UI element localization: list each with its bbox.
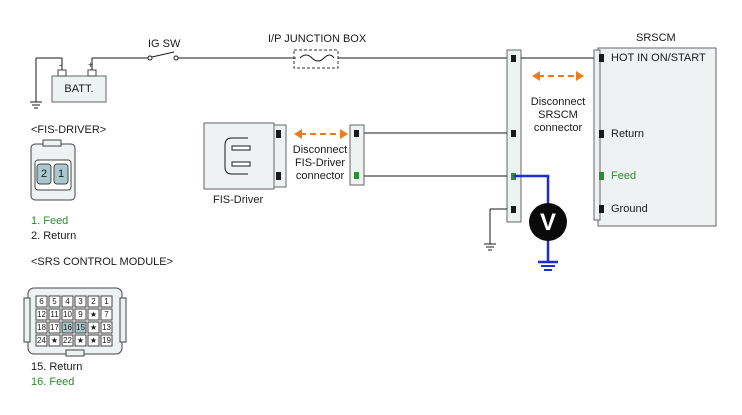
srs-pin-label: 24 [37,336,46,345]
srs-module-connector-title: <SRS CONTROL MODULE> [31,256,174,268]
srscm-pin-feed-label: Feed [611,170,637,182]
junction-box-fuse-icon [293,49,508,69]
voltmeter [514,174,567,271]
srs-module-legend-feed: 16. Feed [31,376,75,388]
srs-pin-cell [100,308,113,321]
ignition-switch-icon [147,51,296,61]
srs-pin-label: 10 [63,310,72,319]
srs-pin-cell [48,321,61,334]
fis-driver-harness-connector [349,124,365,186]
disconnect-fis-line-2: FIS-Driver [294,157,346,169]
srs-pin-label: 13 [102,323,111,332]
srs-pin-cell [74,308,87,321]
disconnect-srscm-line-3: connector [533,122,583,134]
srs-pin-label: 11 [50,310,59,319]
srs-pin-label: ★ [76,336,85,345]
disconnect-srscm-line-1: Disconnect [530,96,586,108]
srscm-pin-return-label: Return [611,128,645,140]
srs-pin-label: 2 [91,297,96,306]
srs-pin-cell [87,295,100,308]
srs-pin-cell [61,295,74,308]
srs-pin-cell [48,308,61,321]
battery-label: BATT. [64,83,94,95]
voltmeter-label: V [539,209,556,236]
battery-ground-icon [30,101,42,109]
srs-pin-label: 19 [102,336,111,345]
srs-pin-label: 16 [63,323,72,332]
srs-pin-label: 3 [78,297,83,306]
srs-pin-cell [35,321,48,334]
srs-pin-cell [61,308,74,321]
srs-pin-cell [87,334,100,347]
fis-driver-connector-face [30,139,76,201]
srs-module-connector-face [23,287,127,357]
srs-pin-cell [100,321,113,334]
srs-pin-cell [61,334,74,347]
srs-pin-label: 6 [39,297,44,306]
fis-driver-device [203,122,287,190]
srs-pin-cell [61,321,74,334]
fis-driver-legend-feed: 1. Feed [31,215,69,227]
srscm-module [593,47,717,227]
srs-pin-label: ★ [89,336,98,345]
srs-pin-cell [48,334,61,347]
srs-pin-label: 18 [37,323,46,332]
srs-pin-label: ★ [89,310,98,319]
srscm-title: SRSCM [636,32,676,44]
srs-pin-label: 5 [52,297,57,306]
fis-driver-connector-title: <FIS-DRIVER> [31,124,107,136]
battery: - + [35,57,148,103]
srscm-pin-hot-label: HOT IN ON/START [611,52,706,64]
disconnect-fis-line-1: Disconnect [292,144,348,156]
srs-pin-cell [87,321,100,334]
srscm-pin-ground-label: Ground [611,203,648,215]
srs-pin-cell [100,295,113,308]
srs-pin-label: 15 [76,323,85,332]
srs-pin-label: 17 [50,323,59,332]
srs-pin-cell [100,334,113,347]
srs-pin-label: 4 [65,297,70,306]
srs-pin-label: 12 [37,310,46,319]
disconnect-srscm-line-2: SRSCM [538,109,578,121]
srs-pin-cell [35,295,48,308]
fis-driver-legend-return: 2. Return [31,230,77,242]
srs-pin-label: ★ [89,323,98,332]
fis-driver-component-label: FIS-Driver [213,194,264,206]
srscm-harness-connector [506,49,522,223]
srs-pin-cell [74,321,87,334]
srs-pin-cell [35,334,48,347]
srs-pin-label: 7 [104,310,109,319]
fis-driver-pin-1: 1 [57,168,65,180]
srs-pin-cell [35,308,48,321]
disconnect-fis-arrow-icon [294,129,348,139]
srs-pin-label: 9 [78,310,83,319]
fis-driver-pin-2: 2 [40,168,48,180]
disconnect-fis-line-3: connector [295,170,345,182]
ig-switch-label: IG SW [148,38,181,50]
srs-pin-cell [87,308,100,321]
srs-pin-label: ★ [50,336,59,345]
splice-ground-icon [484,208,507,251]
srs-pin-cell [48,295,61,308]
srs-pin-cell [74,295,87,308]
svg-text:+: + [88,60,93,70]
srs-pin-label: 22 [63,336,72,345]
junction-box-label: I/P JUNCTION BOX [268,33,367,45]
srs-module-legend-return: 15. Return [31,361,83,373]
svg-text:-: - [59,60,62,70]
srs-pin-cell [74,334,87,347]
disconnect-srscm-arrow-icon [532,71,584,81]
srs-pin-label: 1 [104,297,109,306]
